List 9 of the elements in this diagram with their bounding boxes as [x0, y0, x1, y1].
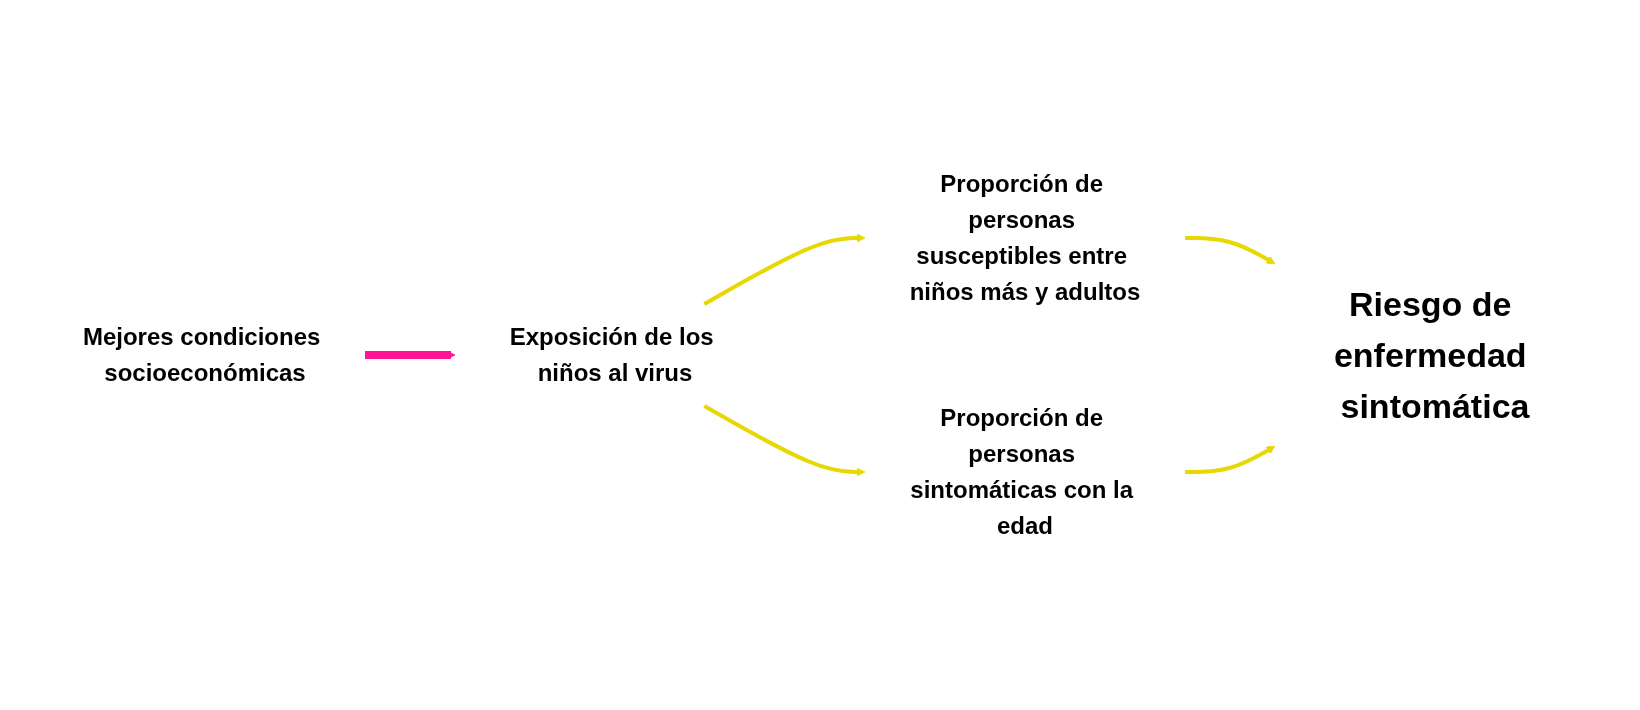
- node-text: Proporción de personas sintomáticas con la edad: [910, 404, 1134, 539]
- arrow: [703, 404, 866, 477]
- arrow: [1185, 236, 1276, 265]
- arrow: [703, 233, 866, 306]
- node-text: Proporción de personas susceptibles entre niños más y adultos: [909, 170, 1141, 305]
- node-text: Exposición de los niños al virus: [509, 323, 714, 386]
- node-text: Mejores condiciones socioeconómicas: [82, 323, 321, 386]
- arrow: [1185, 445, 1276, 474]
- node-text: Riesgo de enfermedad sintomática: [1333, 284, 1530, 425]
